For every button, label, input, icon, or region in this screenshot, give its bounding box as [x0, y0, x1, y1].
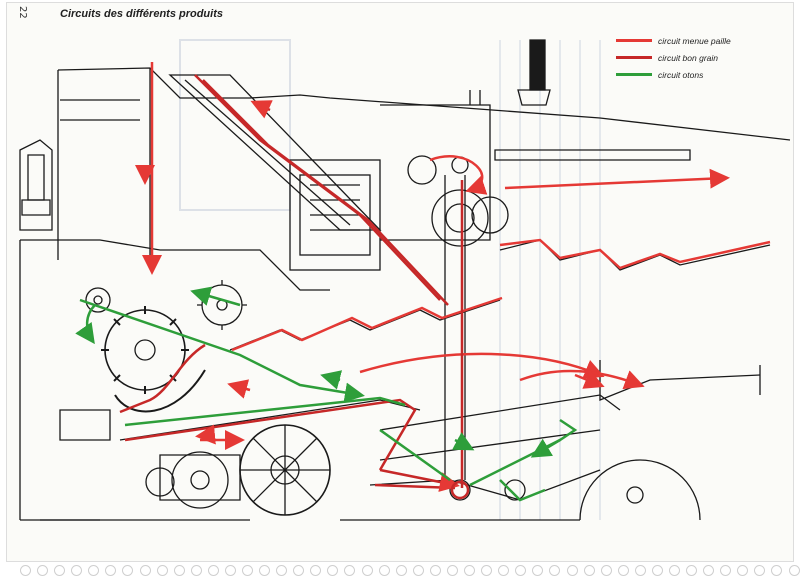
binding-hole — [327, 564, 339, 576]
binding-hole — [566, 564, 578, 576]
grain-auger-pulley — [450, 480, 470, 500]
binding-hole — [139, 564, 151, 576]
binding-hole — [395, 564, 407, 576]
legend-label: circuit bon grain — [658, 52, 719, 63]
binding-hole — [361, 564, 373, 576]
binding-hole — [293, 564, 305, 576]
binding-hole — [720, 564, 732, 576]
binding-hole — [88, 564, 100, 576]
binding-hole — [105, 564, 117, 576]
legend-label: circuit menue paille — [658, 35, 731, 46]
binding-hole — [549, 564, 561, 576]
legend-swatch-tailings — [616, 73, 652, 76]
binding-hole — [583, 564, 595, 576]
binding-hole — [259, 564, 271, 576]
binding-hole — [771, 564, 783, 576]
binding-hole — [173, 564, 185, 576]
binding-hole — [310, 564, 322, 576]
binding-hole — [122, 564, 134, 576]
binding-hole — [651, 564, 663, 576]
binding-hole — [276, 564, 288, 576]
legend-swatch-grain — [616, 56, 652, 59]
binding-hole — [600, 564, 612, 576]
binding-hole — [37, 564, 49, 576]
binding-hole — [429, 564, 441, 576]
binding-hole — [737, 564, 749, 576]
chaff-circuit — [135, 62, 771, 450]
binding-hole — [686, 564, 698, 576]
legend: circuit menue paille circuit bon grain c… — [616, 32, 766, 83]
binding-hole — [634, 564, 646, 576]
page-title: Circuits des différents produits — [60, 8, 223, 20]
binding-hole — [224, 564, 236, 576]
machine-outline — [19, 39, 791, 521]
binding-hole — [515, 564, 527, 576]
legend-item-grain: circuit bon grain — [616, 49, 766, 66]
binding-hole — [446, 564, 458, 576]
binding-hole — [617, 564, 629, 576]
binding-hole — [498, 564, 510, 576]
binding-hole — [464, 564, 476, 576]
brochure-page — [6, 2, 794, 562]
tailings-circuit — [75, 286, 578, 502]
binding-hole — [532, 564, 544, 576]
legend-label: circuit otons — [658, 69, 704, 80]
legend-item-tailings: circuit otons — [616, 66, 766, 83]
grain-circuit — [119, 74, 464, 492]
binding-holes — [20, 559, 800, 581]
binding-hole — [344, 564, 356, 576]
binding-hole — [788, 564, 800, 576]
binding-hole — [754, 564, 766, 576]
binding-hole — [378, 564, 390, 576]
binding-hole — [190, 564, 202, 576]
binding-hole — [54, 564, 66, 576]
legend-item-chaff: circuit menue paille — [616, 32, 766, 49]
legend-swatch-chaff — [616, 39, 652, 42]
binding-hole — [71, 564, 83, 576]
binding-hole — [703, 564, 715, 576]
binding-hole — [20, 564, 31, 576]
binding-hole — [242, 564, 254, 576]
binding-hole — [481, 564, 493, 576]
binding-hole — [156, 564, 168, 576]
binding-hole — [207, 564, 219, 576]
binding-hole — [412, 564, 424, 576]
binding-hole — [668, 564, 680, 576]
